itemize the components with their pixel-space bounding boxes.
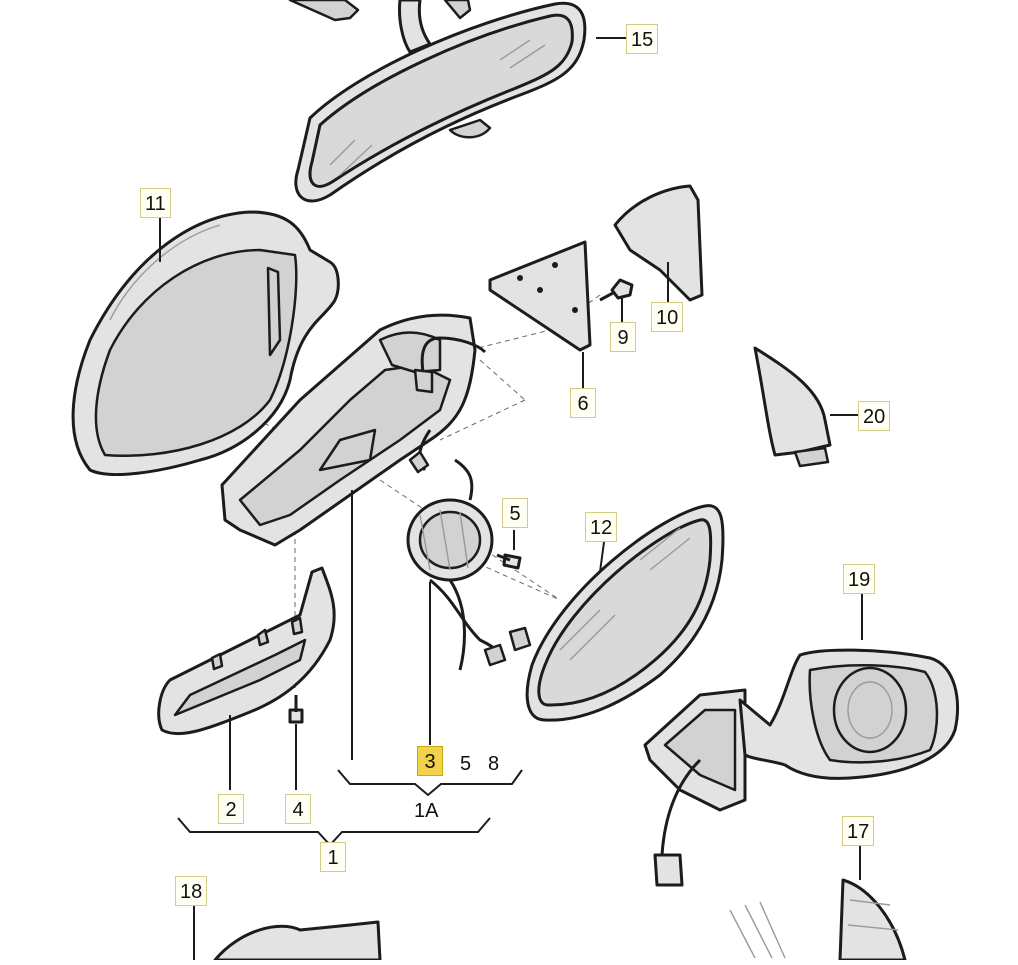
interior-mirror [288,0,587,203]
assembly-line [439,399,526,441]
partial-part-18 [213,920,382,962]
screw-5 [496,553,522,570]
part-label-5-group: 5 [460,753,472,775]
part-label-15[interactable]: 15 [626,24,659,54]
part-label-8: 8 [488,753,500,775]
mirror-glass [525,504,725,722]
part-label-12[interactable]: 12 [585,512,618,542]
group-label-1A: 1A [414,800,439,822]
part-label-6[interactable]: 6 [570,388,596,418]
complete-mirror-assembly [643,648,959,887]
adjustment-motor [406,498,532,671]
part-label-11[interactable]: 11 [140,188,171,218]
part-label-17[interactable]: 17 [842,816,875,846]
mounting-plate [488,240,592,352]
bracket-1A [337,769,523,797]
mirror-housing-cap [71,210,340,476]
assembly-line [469,559,561,601]
part-label-20[interactable]: 20 [858,401,891,431]
cover-trim [613,184,704,302]
cover-20 [753,346,832,468]
part-label-4[interactable]: 4 [285,794,311,824]
bottom-cover-trim [157,566,336,736]
part-label-5[interactable]: 5 [502,498,528,528]
partial-part-17 [729,878,907,962]
part-label-19[interactable]: 19 [843,564,876,594]
part-label-3[interactable]: 3 [417,746,443,776]
assembly-line [479,359,526,401]
part-label-2[interactable]: 2 [218,794,244,824]
screw-9 [599,278,634,302]
part-label-18[interactable]: 18 [175,876,208,906]
screw-4 [288,695,304,724]
group-label-1[interactable]: 1 [320,842,346,872]
leader-line-12 [599,541,605,573]
part-label-9[interactable]: 9 [610,322,636,352]
mirror-base-bracket [220,313,487,547]
part-label-10[interactable]: 10 [651,302,684,332]
